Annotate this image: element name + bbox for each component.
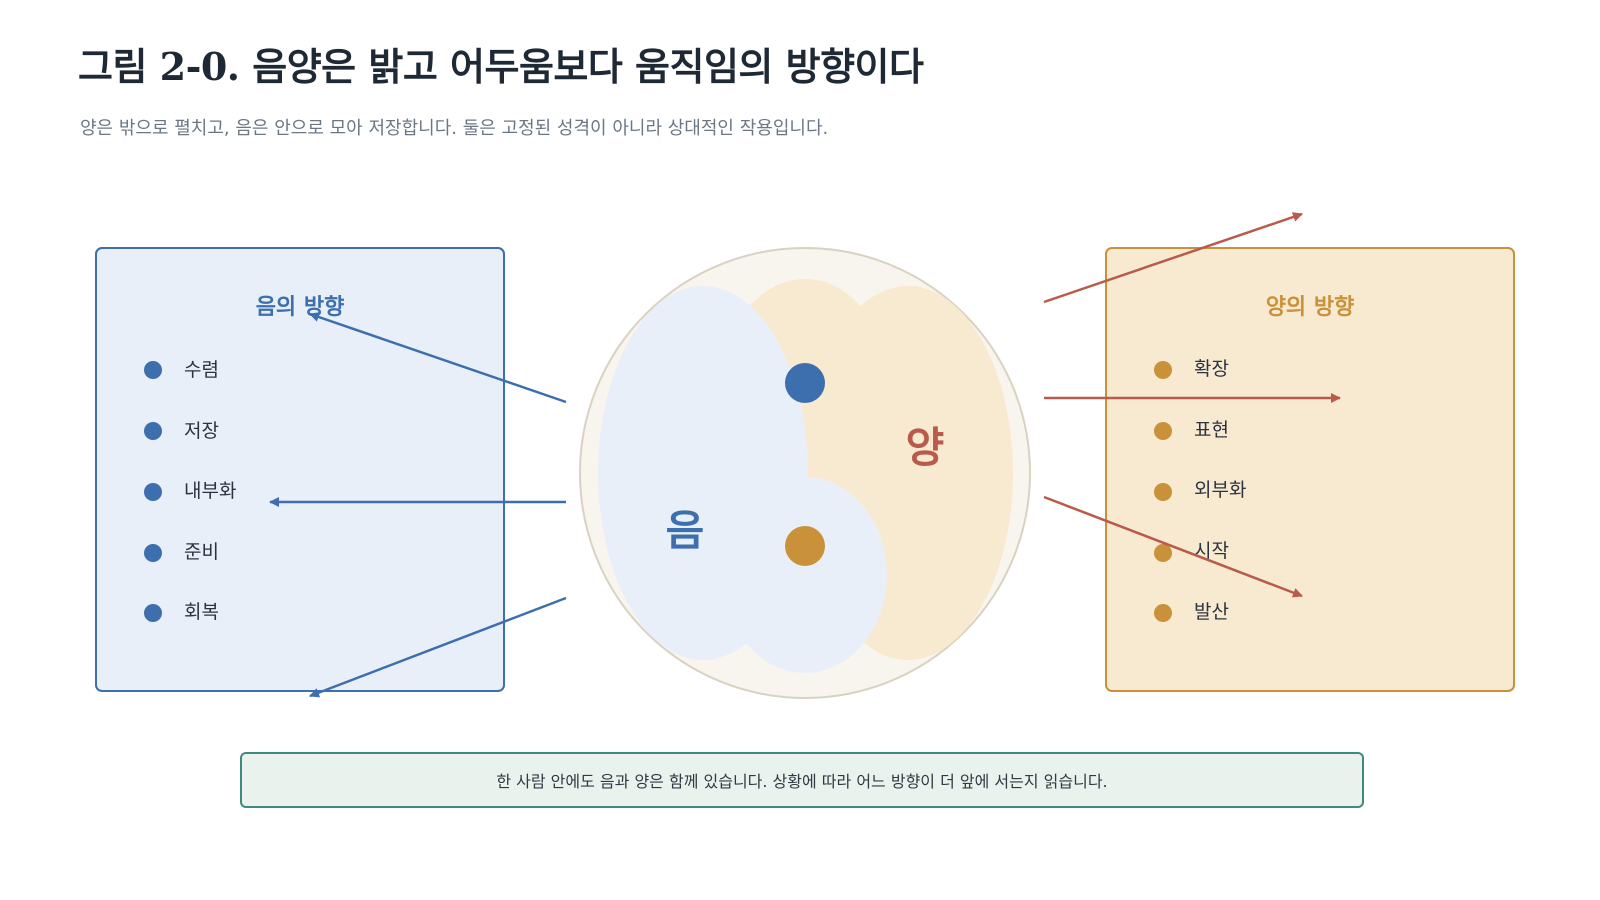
yin-arrow-upper: [309, 312, 567, 404]
yang-item: 시작: [1194, 540, 1229, 562]
yang-panel: 양의 방향 확장 표현 외부화 시작 발산: [1105, 247, 1515, 692]
yang-panel-box: [1105, 247, 1515, 692]
yang-item-bullet: [1154, 604, 1172, 622]
yin-item-bullet: [144, 544, 162, 562]
yin-item: 회복: [184, 601, 219, 623]
yin-item: 저장: [184, 420, 219, 442]
yin-item-bullet: [144, 361, 162, 379]
yang-item-bullet: [1154, 483, 1172, 501]
yin-dot: [785, 363, 825, 403]
yang-item: 표현: [1194, 419, 1229, 441]
yang-item-bullet: [1154, 422, 1172, 440]
yang-item: 외부화: [1194, 479, 1246, 501]
yin-panel-box: [95, 247, 505, 692]
yang-dot: [785, 526, 825, 566]
yin-panel: 음의 방향 수렴 저장 내부화 준비 회복: [95, 247, 505, 692]
figure-title: 그림 2-0. 음양은 밝고 어두움보다 움직임의 방향이다: [78, 44, 924, 89]
yin-items: 수렴 저장 내부화 준비 회복: [144, 359, 236, 623]
yin-yang-symbol: 양 음: [579, 247, 1031, 699]
yin-item-bullet: [144, 604, 162, 622]
yin-arrow-lower: [309, 596, 567, 698]
yin-panel-heading: 음의 방향: [256, 295, 345, 320]
yang-arrow-upper: [1043, 212, 1303, 304]
yin-half: [598, 286, 887, 673]
yang-arrow-lower: [1043, 495, 1303, 598]
yang-items: 확장 표현 외부화 시작 발산: [1154, 358, 1246, 623]
summary-box: 한 사람 안에도 음과 양은 함께 있습니다. 상황에 따라 어느 방향이 더 …: [240, 752, 1364, 808]
yin-item-bullet: [144, 422, 162, 440]
yin-item: 내부화: [184, 480, 236, 502]
yang-item-bullet: [1154, 544, 1172, 562]
yin-item-bullet: [144, 483, 162, 501]
figure-subtitle: 양은 밖으로 펼치고, 음은 안으로 모아 저장합니다. 둘은 고정된 성격이 …: [80, 118, 829, 139]
yang-item-bullet: [1154, 361, 1172, 379]
yang-arrows: [1043, 212, 1341, 598]
yang-label: 양: [906, 423, 945, 472]
yang-item: 발산: [1194, 601, 1229, 623]
yin-label: 음: [666, 506, 705, 555]
yin-item: 준비: [184, 541, 219, 563]
yin-arrows: [269, 312, 567, 698]
yang-item: 확장: [1194, 358, 1229, 380]
yang-panel-heading: 양의 방향: [1266, 295, 1355, 320]
yin-item: 수렴: [184, 359, 219, 381]
